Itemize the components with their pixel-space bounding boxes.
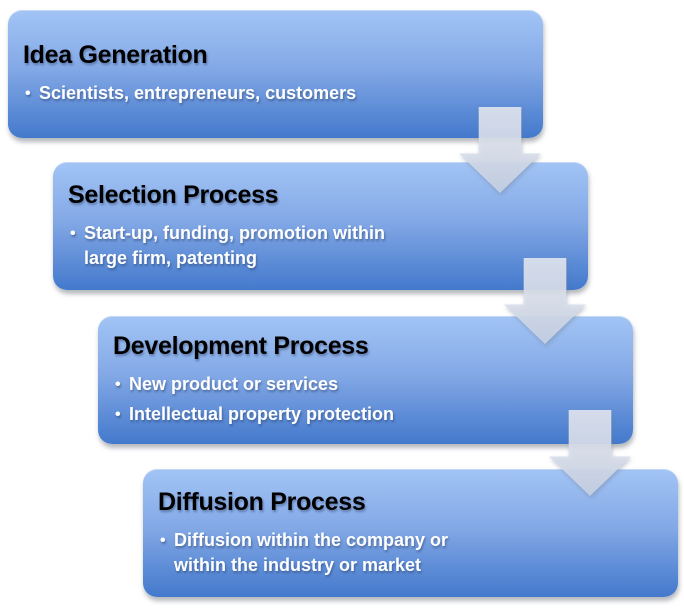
bullet-text: Diffusion within the company or within t… <box>174 529 448 575</box>
down-arrow-icon <box>504 258 586 344</box>
bullet-text: New product or services <box>129 374 339 394</box>
down-arrow-shape <box>459 107 541 193</box>
bullet-dot-icon: • <box>115 406 121 423</box>
bullet-text: Intellectual property protection <box>129 404 395 424</box>
stage-bullets: • Start-up, funding, promotion within lar… <box>68 221 564 271</box>
bullet-text: Start-up, funding, promotion within larg… <box>84 222 385 268</box>
bullet-item: • Diffusion within the company or within … <box>160 528 654 578</box>
stage-box-idea-generation: Idea Generation • Scientists, entrepreneu… <box>8 10 543 138</box>
bullet-item: • New product or services <box>115 372 609 397</box>
bullet-item: • Intellectual property protection <box>115 402 609 427</box>
bullet-text: Scientists, entrepreneurs, customers <box>39 83 357 103</box>
stage-box-development-process: Development Process • New product or serv… <box>98 316 633 444</box>
stage-bullets: • New product or services • Intellectual pr… <box>113 372 609 427</box>
stage-bullets: • Diffusion within the company or within … <box>158 528 654 578</box>
stage-title: Idea Generation <box>23 41 208 69</box>
stage-bullets: • Scientists, entrepreneurs, customers <box>23 81 519 106</box>
down-arrow-shape <box>549 410 631 496</box>
bullet-dot-icon: • <box>25 85 31 102</box>
bullet-dot-icon: • <box>115 376 121 393</box>
stage-title: Development Process <box>113 332 369 360</box>
bullet-item: • Start-up, funding, promotion within lar… <box>70 221 564 271</box>
down-arrow-shape <box>504 258 586 344</box>
stage-title: Selection Process <box>68 180 279 209</box>
bullet-dot-icon: • <box>70 224 76 242</box>
down-arrow-icon <box>549 410 631 496</box>
bullet-dot-icon: • <box>160 531 166 549</box>
stage-title: Diffusion Process <box>158 487 366 516</box>
down-arrow-icon <box>459 107 541 193</box>
bullet-item: • Scientists, entrepreneurs, customers <box>25 81 519 106</box>
